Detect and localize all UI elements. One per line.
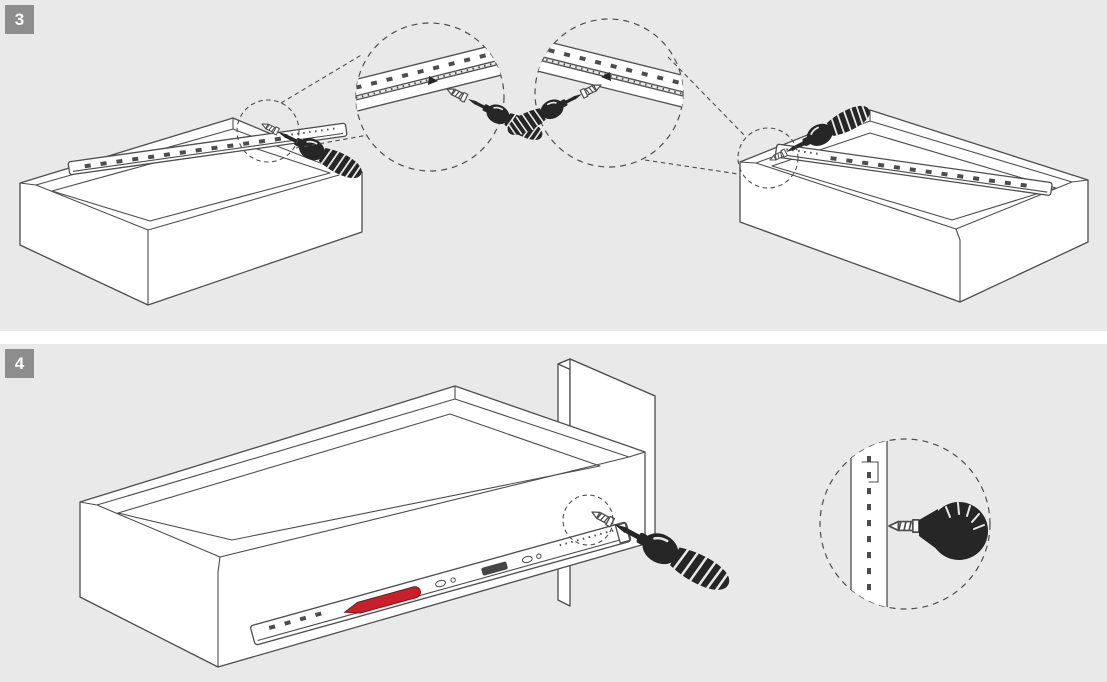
step-4-illustration [79, 358, 991, 668]
step-4-badge: 4 [5, 349, 34, 378]
detail-callout-content [850, 439, 888, 609]
fastening-point-circle-right [737, 127, 799, 189]
step-3-panel: 3 [0, 0, 1107, 331]
zoom-leader-lines-right [644, 56, 747, 175]
zoom-leader-lines-left [280, 53, 380, 149]
drawer-right-icon [739, 109, 1089, 303]
step-3-illustration [19, 18, 1089, 306]
detail-callout-right-content [535, 37, 683, 112]
screwdriver-bit-closeup-icon [919, 502, 988, 560]
fastening-point-circle-left [236, 99, 300, 163]
direction-arrow-icon [601, 72, 611, 81]
step-4-number: 4 [14, 353, 25, 373]
brand-logo-icon [481, 561, 508, 576]
step-3-badge: 3 [5, 5, 34, 34]
slide-rail-right-icon [774, 143, 1053, 196]
fastening-point-circle [562, 494, 614, 546]
step-3-number: 3 [14, 9, 25, 29]
direction-arrow-icon [428, 76, 438, 85]
release-lever-icon [343, 586, 421, 614]
drawer-box-icon [79, 385, 646, 668]
step-4-panel: 4 [0, 344, 1107, 682]
